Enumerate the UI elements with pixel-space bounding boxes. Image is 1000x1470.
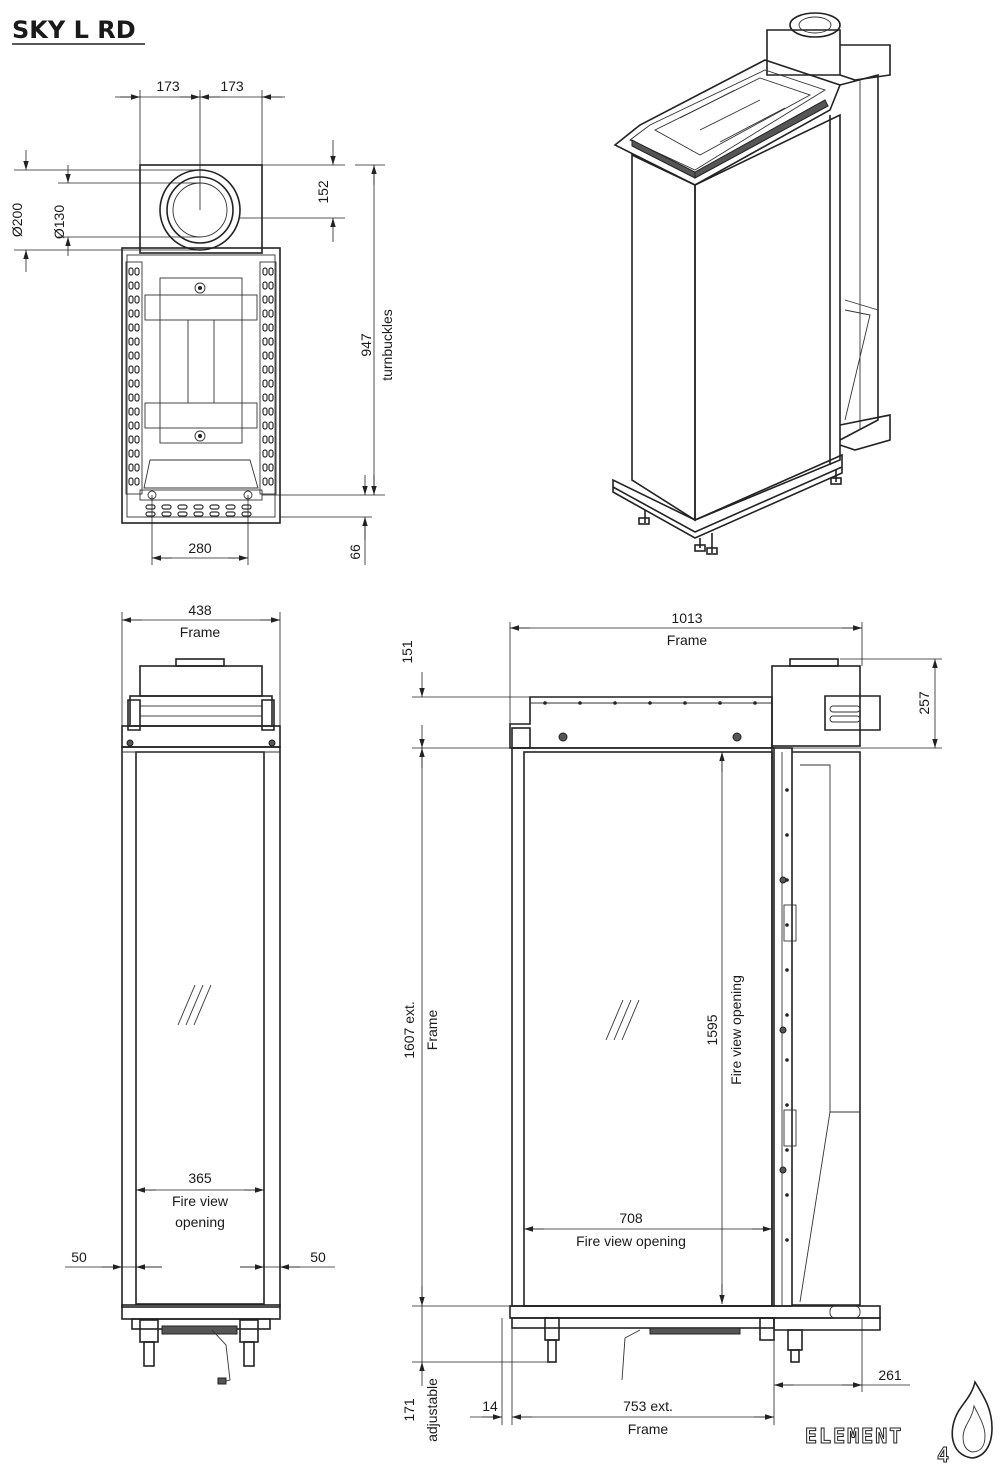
front-frame-width-label: Frame bbox=[180, 624, 221, 640]
front-side-right: 50 bbox=[310, 1249, 326, 1265]
side-right-offset: 261 bbox=[878, 1367, 902, 1383]
drawing-title: SKY L RD bbox=[12, 16, 136, 44]
side-frame-width-label: Frame bbox=[667, 632, 708, 648]
dim-turnbuckles-value: 947 bbox=[358, 333, 374, 357]
dim-left-half: 173 bbox=[156, 78, 180, 94]
side-frame-height-label: Frame bbox=[424, 1010, 440, 1051]
brand-logo: ELEMENT 4 bbox=[805, 1379, 993, 1468]
dim-right-half: 173 bbox=[220, 78, 244, 94]
side-fire-view-height-value: 1595 bbox=[704, 1014, 720, 1045]
side-frame-height-value: 1607 ext. bbox=[401, 1001, 417, 1059]
side-legs-value: 171 bbox=[401, 1398, 417, 1422]
front-fire-view-label-line1: Fire view bbox=[172, 1193, 229, 1209]
isometric-view bbox=[612, 12, 891, 555]
dim-inner-width: 280 bbox=[188, 540, 212, 556]
side-base-label: Frame bbox=[628, 1421, 669, 1437]
side-base-value: 753 ext. bbox=[623, 1398, 673, 1414]
dim-bottom-offset: 66 bbox=[347, 544, 363, 560]
front-view: 438 Frame 365 Fire view opening 50 50 bbox=[65, 602, 335, 1385]
dim-diameter-outer: Ø200 bbox=[9, 203, 25, 237]
front-fire-view-width-value: 365 bbox=[188, 1170, 212, 1186]
side-collar-height: 257 bbox=[916, 691, 932, 715]
side-top-offset: 151 bbox=[399, 640, 415, 664]
side-fire-view-width-value: 708 bbox=[619, 1210, 643, 1226]
side-view: 1013 Frame 151 257 1607 ext. Frame 1595 … bbox=[399, 610, 942, 1442]
dim-turnbuckles-label: turnbuckles bbox=[379, 309, 395, 381]
front-fire-view-label-line2: opening bbox=[175, 1214, 225, 1230]
front-frame-width-value: 438 bbox=[188, 602, 212, 618]
brand-wordmark: ELEMENT bbox=[805, 1424, 903, 1448]
brand-suffix: 4 bbox=[937, 1443, 951, 1467]
side-fire-view-width-label: Fire view opening bbox=[576, 1233, 686, 1249]
flame-icon bbox=[951, 1379, 993, 1459]
side-frame-width-value: 1013 bbox=[671, 610, 702, 626]
top-view: 173 173 Ø200 Ø130 152 947 turnbuckles bbox=[9, 78, 395, 565]
side-small-offset: 14 bbox=[482, 1398, 498, 1414]
dim-diameter-inner: Ø130 bbox=[51, 205, 67, 239]
front-side-left: 50 bbox=[71, 1249, 87, 1265]
side-legs-label: adjustable bbox=[424, 1378, 440, 1442]
dim-collar: 152 bbox=[315, 180, 331, 204]
side-fire-view-height-label: Fire view opening bbox=[728, 975, 744, 1085]
